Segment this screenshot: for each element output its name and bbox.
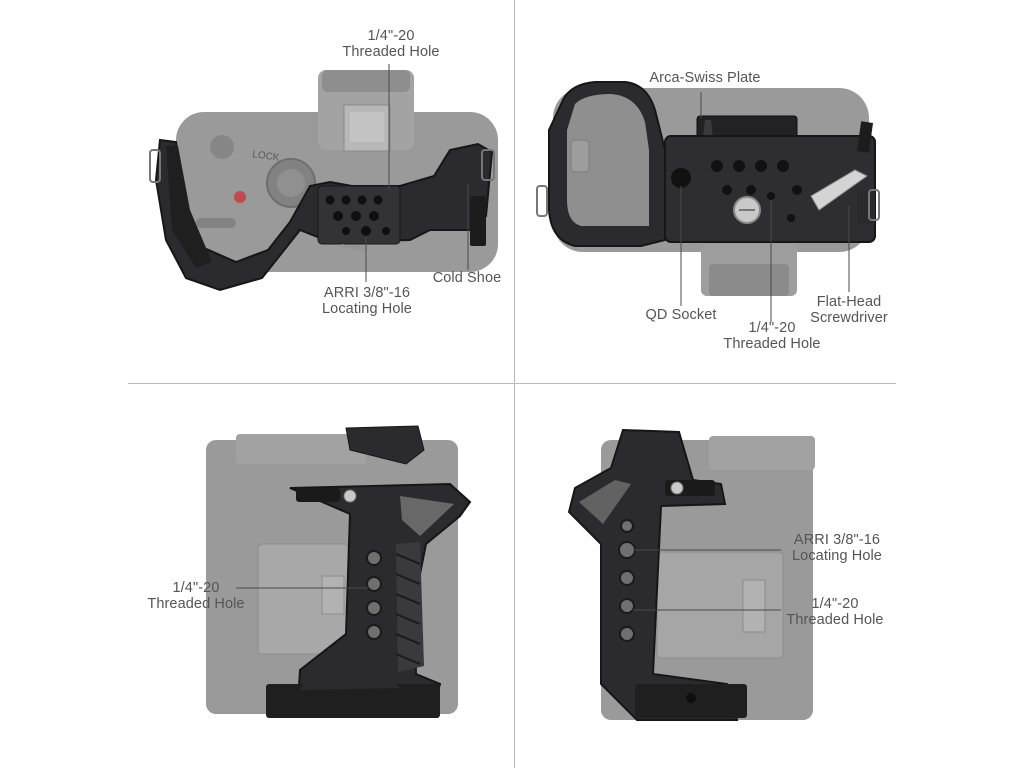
brand-engraving: SmallRig	[341, 244, 366, 252]
bottom-strap-loop-right	[868, 189, 880, 221]
left-strap-loop	[149, 149, 161, 183]
dial-lock-text: LOCK	[252, 149, 281, 164]
label-bottom-threaded-hole: 1/4"-20 Threaded Hole	[723, 320, 821, 352]
label-cold-shoe: Cold Shoe	[432, 270, 502, 286]
control-dial	[210, 135, 234, 159]
grip-side-panel: 1/4"-20 Threaded Hole	[0, 384, 514, 768]
port-threaded-hole	[619, 598, 635, 614]
label-screwdriver: Flat-Head Screwdriver	[810, 294, 888, 326]
label-qd-socket: QD Socket	[645, 307, 717, 323]
label-top-arri-hole: ARRI 3/8"-16 Locating Hole	[322, 285, 412, 317]
top-handle-bar	[345, 425, 425, 465]
label-grip-threaded-hole: 1/4"-20 Threaded Hole	[147, 580, 245, 612]
eyecup	[322, 70, 410, 92]
grip-side-illustration	[206, 425, 472, 718]
grip-threaded-hole	[366, 576, 382, 592]
right-strap-loop	[481, 149, 495, 181]
record-button	[234, 191, 246, 203]
qd-socket	[671, 168, 691, 188]
vertical-divider	[514, 0, 515, 768]
bottom-view-illustration	[536, 81, 880, 322]
top-view-panel: LOCK SmallRig 1/4"-20 Threaded Hole ARRI…	[0, 0, 514, 383]
label-port-threaded-hole: 1/4"-20 Threaded Hole	[786, 596, 884, 628]
port-arri-hole	[618, 541, 636, 559]
port-side-illustration	[567, 428, 815, 721]
label-port-arri-hole: ARRI 3/8"-16 Locating Hole	[792, 532, 882, 564]
top-threaded-hole	[325, 195, 335, 205]
bottom-threaded-hole	[767, 192, 775, 200]
side-grip-cage	[289, 482, 472, 705]
label-arca-swiss-plate: Arca-Swiss Plate	[649, 70, 761, 86]
label-top-threaded-hole: 1/4"-20 Threaded Hole	[342, 28, 440, 60]
horizontal-divider	[128, 383, 896, 384]
grip-base-plate	[266, 684, 440, 718]
cold-shoe-rail	[470, 196, 486, 246]
bottom-view-panel: Arca-Swiss Plate QD Socket 1/4"-20 Threa…	[515, 0, 1024, 383]
port-side-panel: ARRI 3/8"-16 Locating Hole 1/4"-20 Threa…	[515, 384, 1024, 768]
flat-head-screwdriver	[810, 169, 868, 211]
bottom-strap-loop-left	[536, 185, 548, 217]
top-arri-hole	[361, 226, 371, 236]
top-view-illustration: LOCK SmallRig	[149, 64, 498, 292]
